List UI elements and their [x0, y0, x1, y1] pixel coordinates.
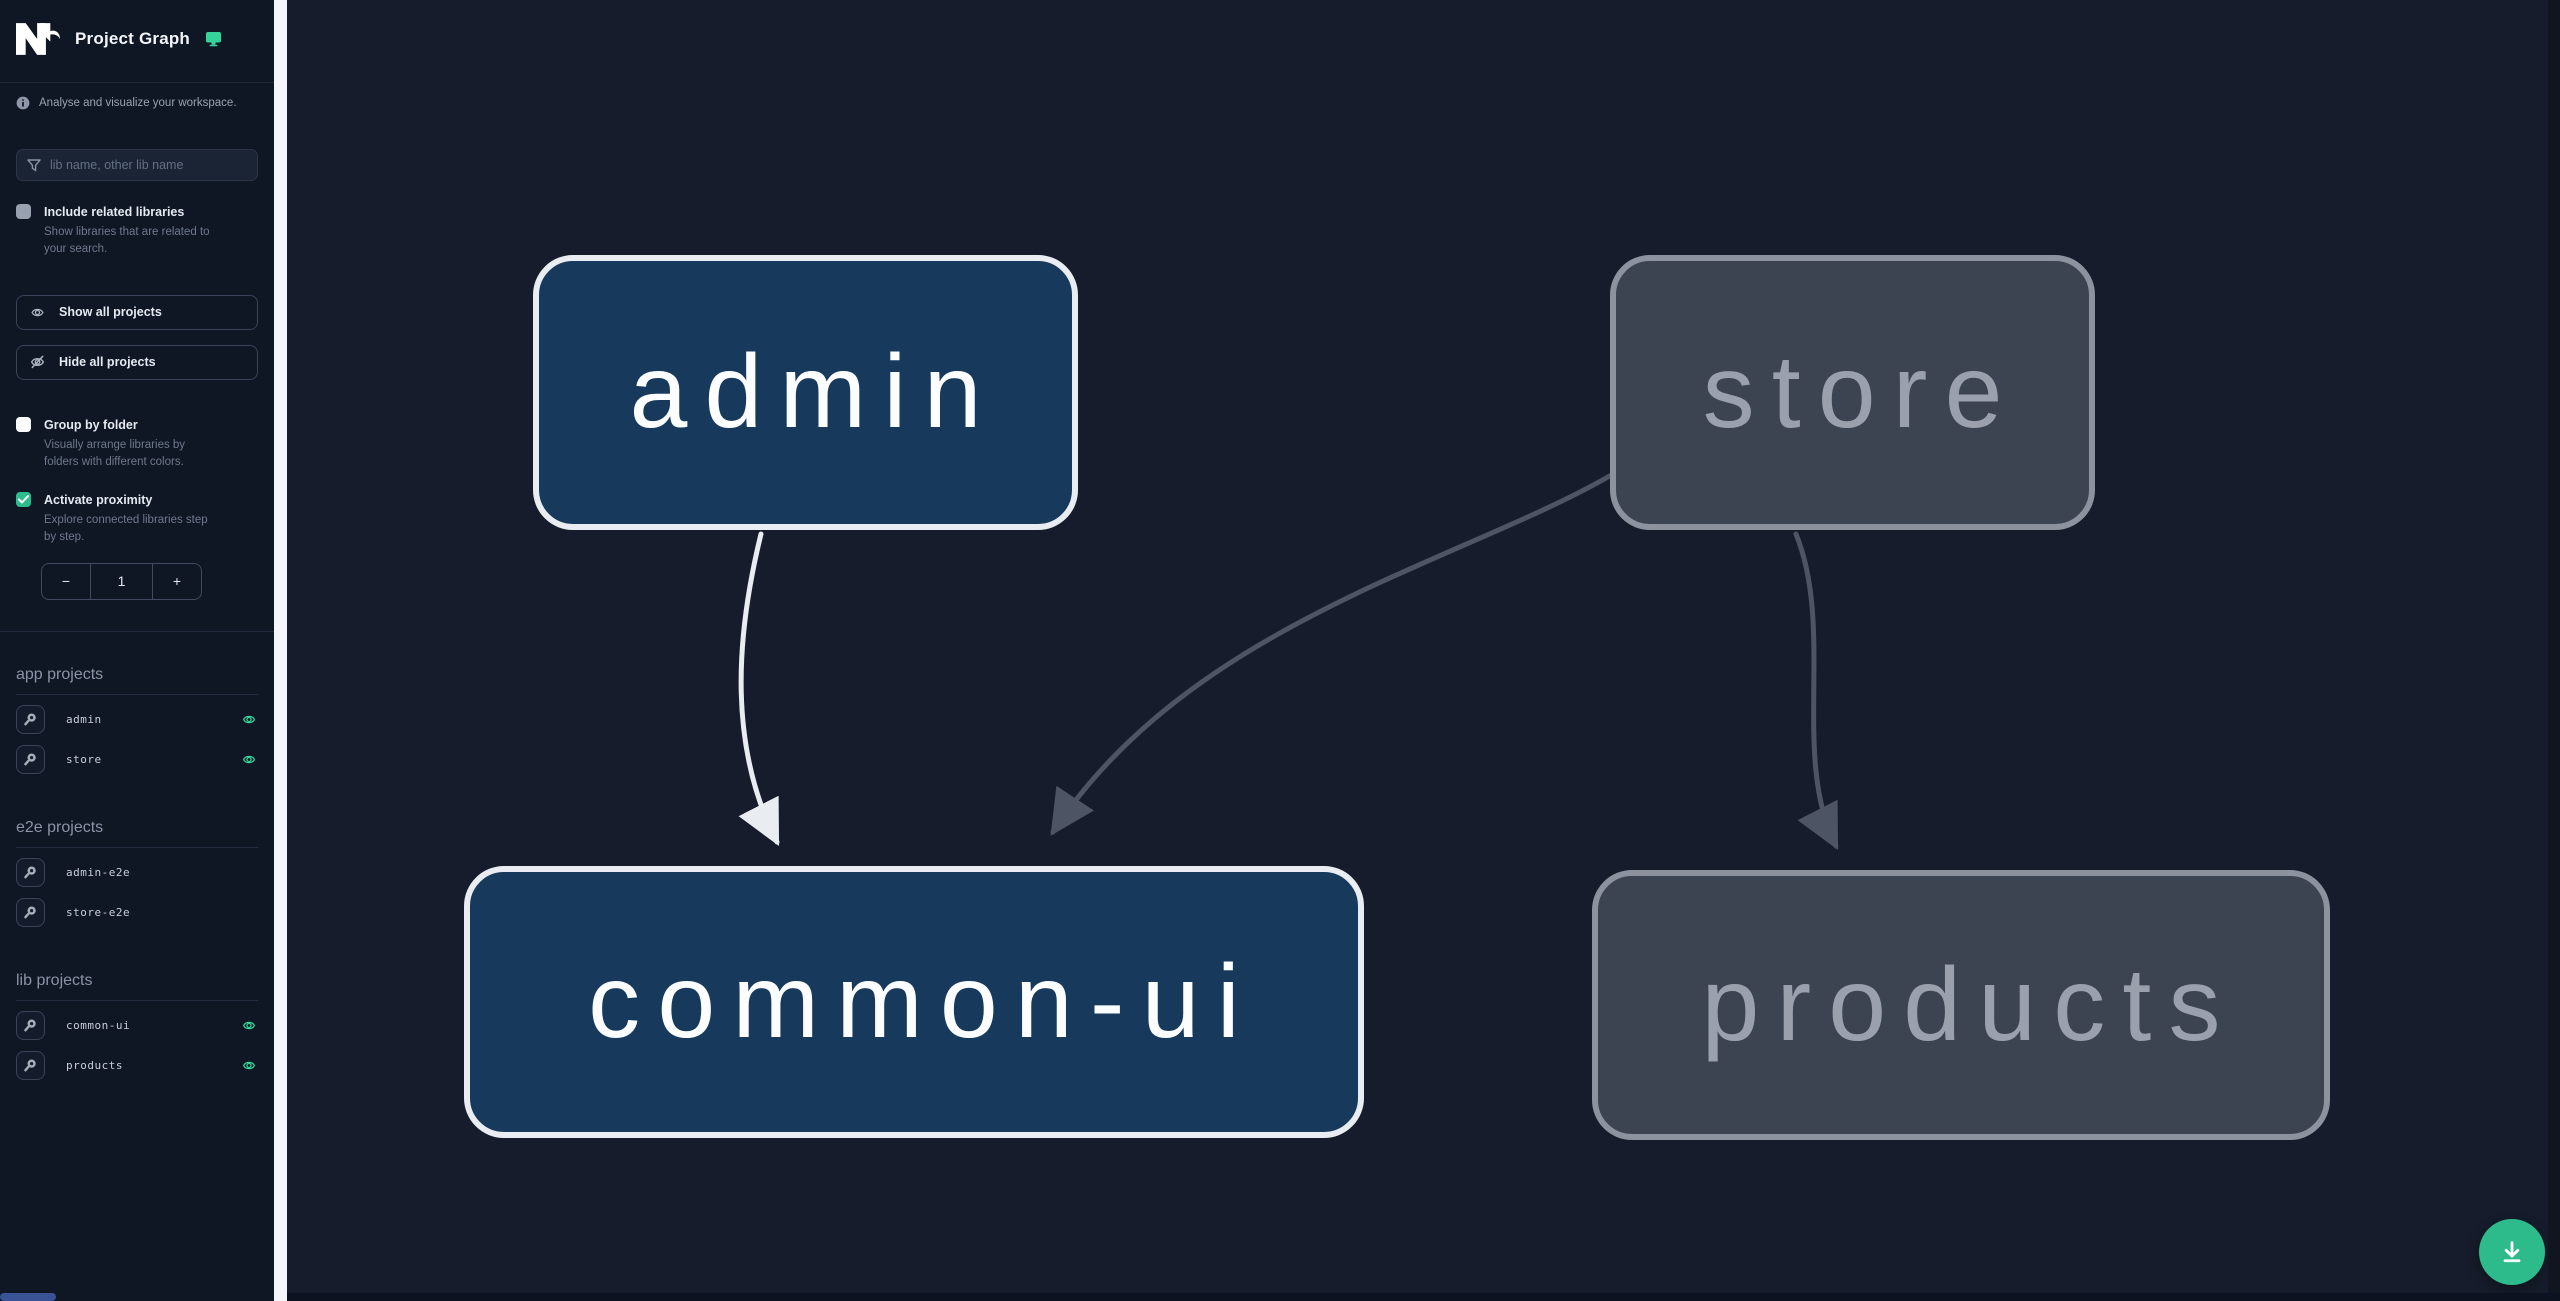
info-icon	[16, 96, 30, 110]
include-related-label: Include related libraries	[44, 205, 185, 219]
hide-all-projects-button[interactable]: Hide all projects	[16, 344, 258, 380]
visibility-eye-icon[interactable]	[240, 713, 258, 726]
focus-pin-icon[interactable]	[16, 1011, 45, 1040]
visibility-eye-icon[interactable]	[240, 1019, 258, 1032]
project-row-store-e2e[interactable]: store-e2e	[16, 898, 258, 928]
graph-node-common-ui[interactable]: common-ui	[464, 866, 1364, 1138]
graph-canvas[interactable]: admin store common-ui products	[287, 0, 2560, 1301]
info-bar: Analyse and visualize your workspace.	[0, 83, 274, 123]
proximity-decrement-button[interactable]: −	[42, 564, 90, 599]
graph-node-admin[interactable]: admin	[533, 255, 1078, 530]
proximity-increment-button[interactable]: +	[153, 564, 201, 599]
project-name: admin	[66, 713, 102, 726]
search-input[interactable]	[50, 158, 247, 172]
filter-funnel-icon	[27, 158, 41, 172]
check-icon	[18, 495, 29, 504]
sidebar: Project Graph Analyse and visualize your…	[0, 0, 274, 1301]
include-related-checkbox[interactable]: Include related libraries Show libraries…	[16, 203, 258, 259]
graph-node-products[interactable]: products	[1592, 870, 2330, 1140]
section-heading-lib-projects: lib projects	[16, 972, 258, 1001]
visibility-eye-icon[interactable]	[240, 1059, 258, 1072]
edge-store-to-common-ui	[1050, 471, 1616, 836]
graph-node-store[interactable]: store	[1610, 255, 2095, 530]
activate-proximity-description: Explore connected libraries step by step…	[44, 514, 208, 544]
node-label: products	[1701, 946, 2238, 1063]
info-text: Analyse and visualize your workspace.	[39, 97, 237, 109]
group-by-folder-checkbox[interactable]: Group by folder Visually arrange librari…	[16, 416, 258, 472]
proximity-stepper: − 1 +	[41, 562, 202, 600]
sidebar-resize-handle[interactable]	[274, 0, 287, 1301]
node-label: store	[1702, 334, 2020, 450]
download-icon	[2503, 1241, 2521, 1263]
vertical-scrollbar-track[interactable]	[2548, 0, 2560, 1301]
checkbox-unchecked-icon[interactable]	[16, 416, 31, 432]
proximity-value: 1	[90, 563, 153, 599]
section-heading-e2e-projects: e2e projects	[16, 819, 258, 848]
focus-pin-icon[interactable]	[16, 858, 45, 887]
project-name: products	[66, 1059, 123, 1072]
project-row-products[interactable]: products	[16, 1051, 258, 1081]
project-row-admin[interactable]: admin	[16, 705, 258, 735]
node-label: common-ui	[588, 943, 1257, 1060]
graph-edges	[738, 471, 1839, 851]
focus-pin-icon[interactable]	[16, 705, 45, 734]
project-name: store	[66, 753, 102, 766]
horizontal-scrollbar-track[interactable]	[0, 1293, 2560, 1301]
project-name: common-ui	[66, 1019, 131, 1032]
visibility-eye-icon[interactable]	[240, 753, 258, 766]
show-all-projects-button[interactable]: Show all projects	[16, 294, 258, 330]
group-by-folder-label: Group by folder	[44, 417, 138, 432]
project-name: store-e2e	[66, 906, 131, 919]
group-by-folder-description: Visually arrange libraries by folders wi…	[44, 438, 186, 468]
project-name: admin-e2e	[66, 866, 131, 879]
focus-pin-icon[interactable]	[16, 745, 45, 774]
search-box	[16, 149, 258, 181]
horizontal-scrollbar-thumb[interactable]	[0, 1293, 56, 1301]
edge-store-to-products	[1793, 531, 1839, 851]
show-all-label: Show all projects	[59, 305, 162, 319]
section-heading-app-projects: app projects	[16, 666, 258, 695]
eye-off-icon	[29, 355, 46, 369]
sidebar-divider	[0, 630, 274, 632]
focus-pin-icon[interactable]	[16, 898, 45, 927]
sidebar-header: Project Graph	[0, 0, 274, 83]
activate-proximity-checkbox[interactable]: Activate proximity Explore connected lib…	[16, 491, 258, 547]
edge-admin-to-common-ui	[738, 531, 780, 847]
project-row-common-ui[interactable]: common-ui	[16, 1011, 258, 1041]
focus-pin-icon[interactable]	[16, 1051, 45, 1080]
download-image-button[interactable]	[2479, 1219, 2545, 1285]
project-row-store[interactable]: store	[16, 745, 258, 775]
nx-logo	[16, 23, 60, 55]
page-title: Project Graph	[75, 29, 191, 48]
eye-icon	[29, 306, 46, 319]
project-row-admin-e2e[interactable]: admin-e2e	[16, 858, 258, 888]
activate-proximity-label: Activate proximity	[44, 493, 153, 507]
node-label: admin	[629, 334, 999, 450]
monitor-icon[interactable]	[205, 31, 222, 47]
include-related-description: Show libraries that are related to your …	[44, 226, 210, 256]
checkbox-checked-icon[interactable]	[16, 492, 31, 507]
checkbox-unchecked-icon[interactable]	[16, 204, 31, 219]
hide-all-label: Hide all projects	[59, 355, 156, 369]
